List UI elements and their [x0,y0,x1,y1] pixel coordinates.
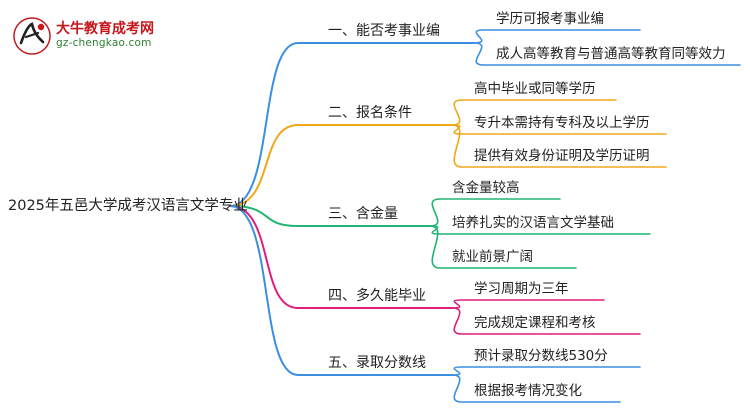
leaf-label: 高中毕业或同等学历 [474,81,596,97]
leaf-label: 预计录取分数线530分 [474,348,608,364]
edge-branch-5-leaf-2 [451,374,621,403]
logo-mark-icon [13,17,51,55]
edge-branch-2-leaf-3 [451,124,667,168]
leaf-label: 就业前景广阔 [452,249,533,265]
edge-branch-3-leaf-2 [429,225,651,235]
leaf-label: 学习周期为三年 [474,281,569,297]
edge-root-to-branch-2 [229,124,453,207]
logo-url: gz-chengkao.com [56,37,152,49]
leaf-label: 根据报考情况变化 [474,383,582,399]
edge-branch-2-leaf-1 [451,99,617,126]
edge-root-to-branch-4 [229,205,453,309]
edge-branch-5-leaf-1 [451,366,641,376]
edge-branch-1-leaf-1 [473,29,641,44]
edge-root-to-branch-1 [229,42,475,207]
leaf-label: 成人高等教育与普通高等教育同等效力 [496,46,726,62]
edge-branch-3-leaf-3 [429,225,577,269]
edge-branch-3-leaf-1 [429,198,561,227]
leaf-label: 培养扎实的汉语言文学基础 [452,215,614,231]
site-logo: 大牛教育成考网 gz-chengkao.com [12,14,172,58]
logo-title: 大牛教育成考网 [56,21,154,37]
branch-label-2: 二、报名条件 [328,105,412,121]
leaf-label: 含金量较高 [452,180,520,196]
edge-branch-1-leaf-2 [473,42,741,66]
leaf-label: 完成规定课程和考核 [474,315,596,331]
edge-root-to-branch-3 [229,205,431,227]
edge-branch-4-leaf-2 [451,307,641,335]
edge-branch-4-leaf-1 [451,299,605,309]
branch-label-4: 四、多久能毕业 [328,288,426,304]
edge-branch-2-leaf-2 [451,124,667,135]
leaf-label: 专升本需持有专科及以上学历 [474,115,650,131]
leaf-label: 学历可报考事业编 [496,11,604,27]
branch-label-5: 五、录取分数线 [328,355,426,371]
branch-label-3: 三、含金量 [328,206,398,222]
edge-root-to-branch-5 [229,205,453,376]
branch-label-1: 一、能否考事业编 [328,23,440,39]
leaf-label: 提供有效身份证明及学历证明 [474,148,650,164]
root-node-label: 2025年五邑大学成考汉语言文学专业 [8,198,248,214]
